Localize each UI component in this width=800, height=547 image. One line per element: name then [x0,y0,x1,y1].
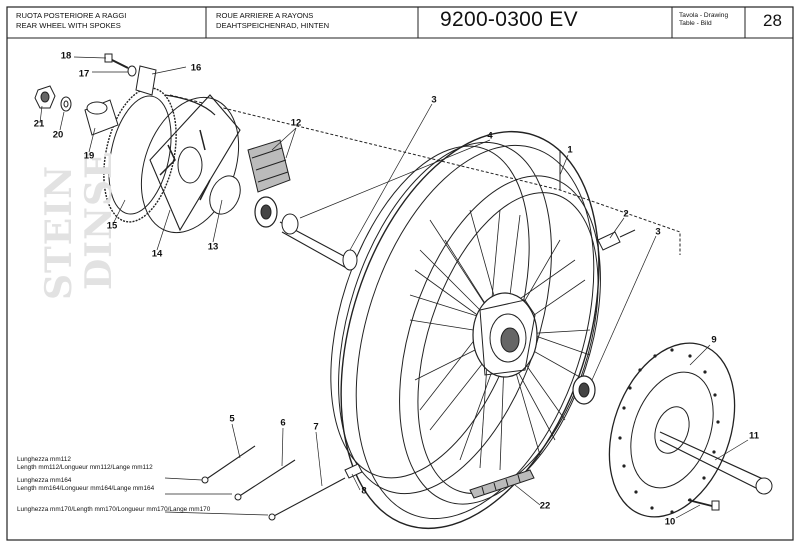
spoke-length-170: Lunghezza mm170/Length mm170/Longueur mm… [17,506,210,514]
title-english: REAR WHEEL WITH SPOKES [16,20,121,30]
callout-18: 18 [60,50,72,62]
callout-2: 2 [623,208,629,220]
callout-10: 10 [664,516,676,528]
callout-16: 16 [190,62,202,74]
callout-13: 13 [207,241,219,253]
callout-17: 17 [78,68,90,80]
callout-20: 20 [52,129,64,141]
table-label-1: Tavola - Drawing [679,12,729,19]
title-german: DEAHTSPEICHENRAD, HINTEN [216,20,330,30]
drawing-code: 9200-0300 EV [440,8,578,31]
callout-15: 15 [106,220,118,232]
watermark-stein: STEIN [38,165,80,300]
title-french: ROUE ARRIERE A RAYONS [216,11,314,20]
callout-4: 4 [487,130,493,142]
title-italian: RUOTA POSTERIORE A RAGGI [16,11,127,20]
page-number: 28 [763,11,782,30]
callout-11: 11 [748,430,760,442]
spoke-length-170-line1: Lunghezza mm170/Length mm170/Longueur mm… [17,506,211,513]
callout-8: 8 [361,485,367,497]
table-label-2: Table - Bild [679,20,712,28]
spoke-length-164: Lunghezza mm164 Length mm164/Longueur mm… [17,477,154,492]
callout-22: 22 [539,500,551,512]
callout-1: 1 [567,144,573,156]
table-label: Tavola - Drawing Table - Bild [679,12,728,29]
callout-3-lower: 3 [655,226,661,238]
spoke-length-112-line2: Length mm112/Longueur mm112/Lange mm112 [17,463,153,471]
spoke-length-164-line2: Length mm164/Longueur mm164/Lange mm164 [17,484,155,492]
callout-3-upper: 3 [431,94,437,106]
callout-19: 19 [83,150,95,162]
callout-21: 21 [33,118,45,130]
callout-9: 9 [711,334,717,346]
callout-12: 12 [290,117,302,129]
spoke-length-112: Lunghezza mm112 Length mm112/Longueur mm… [17,456,153,471]
spoke-length-112-line1: Lunghezza mm112 [17,456,71,463]
title-block-left: RUOTA POSTERIORE A RAGGI REAR WHEEL WITH… [16,11,126,30]
callout-6: 6 [280,417,286,429]
spoke-length-164-line1: Lunghezza mm164 [17,477,72,484]
callout-7: 7 [313,421,319,433]
callout-5: 5 [229,413,235,425]
title-block-right: ROUE ARRIERE A RAYONS DEAHTSPEICHENRAD, … [216,11,329,30]
callout-14: 14 [151,248,163,260]
